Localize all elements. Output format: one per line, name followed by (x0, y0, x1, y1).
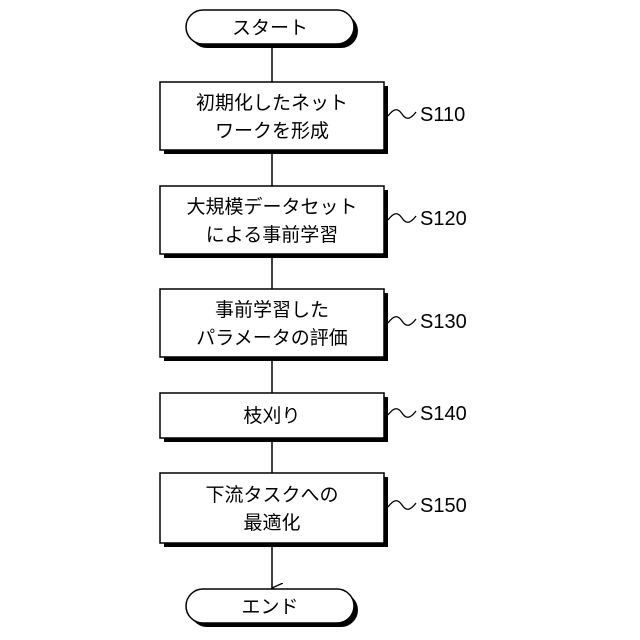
step-text-line-2: パラメータの評価 (196, 327, 347, 349)
step-label-s120: S120 (420, 208, 467, 230)
step-label-s130: S130 (420, 311, 467, 333)
step-label-s140: S140 (420, 403, 467, 425)
label-leader (388, 501, 416, 510)
start-terminal: スタート (186, 10, 358, 48)
step-text-line-1: 枝刈り (243, 405, 300, 427)
end-label: エンド (241, 596, 298, 618)
step-label-s110: S110 (420, 104, 465, 126)
step-form-network: 初期化したネット ワークを形成 (160, 82, 388, 154)
label-leader (388, 409, 416, 418)
label-leader (388, 110, 416, 119)
label-leader (388, 317, 416, 326)
start-label: スタート (232, 17, 308, 39)
step-text-line-2: ワークを形成 (215, 120, 329, 142)
step-text-line-1: 初期化したネット (196, 92, 348, 114)
step-pruning: 枝刈り (160, 393, 388, 442)
step-text-line-1: 事前学習した (215, 299, 329, 321)
step-text-line-2: による事前学習 (206, 224, 338, 246)
step-downstream-optimization: 下流タスクへの 最適化 (160, 473, 388, 547)
label-leader (388, 214, 416, 223)
step-text-line-2: 最適化 (243, 512, 300, 534)
end-terminal: エンド (186, 589, 358, 627)
step-evaluate-parameters: 事前学習した パラメータの評価 (160, 289, 388, 361)
step-text-line-1: 下流タスクへの (205, 484, 338, 506)
step-text-line-1: 大規模データセット (186, 196, 357, 218)
step-label-s150: S150 (420, 495, 467, 517)
step-pretraining: 大規模データセット による事前学習 (160, 186, 388, 258)
